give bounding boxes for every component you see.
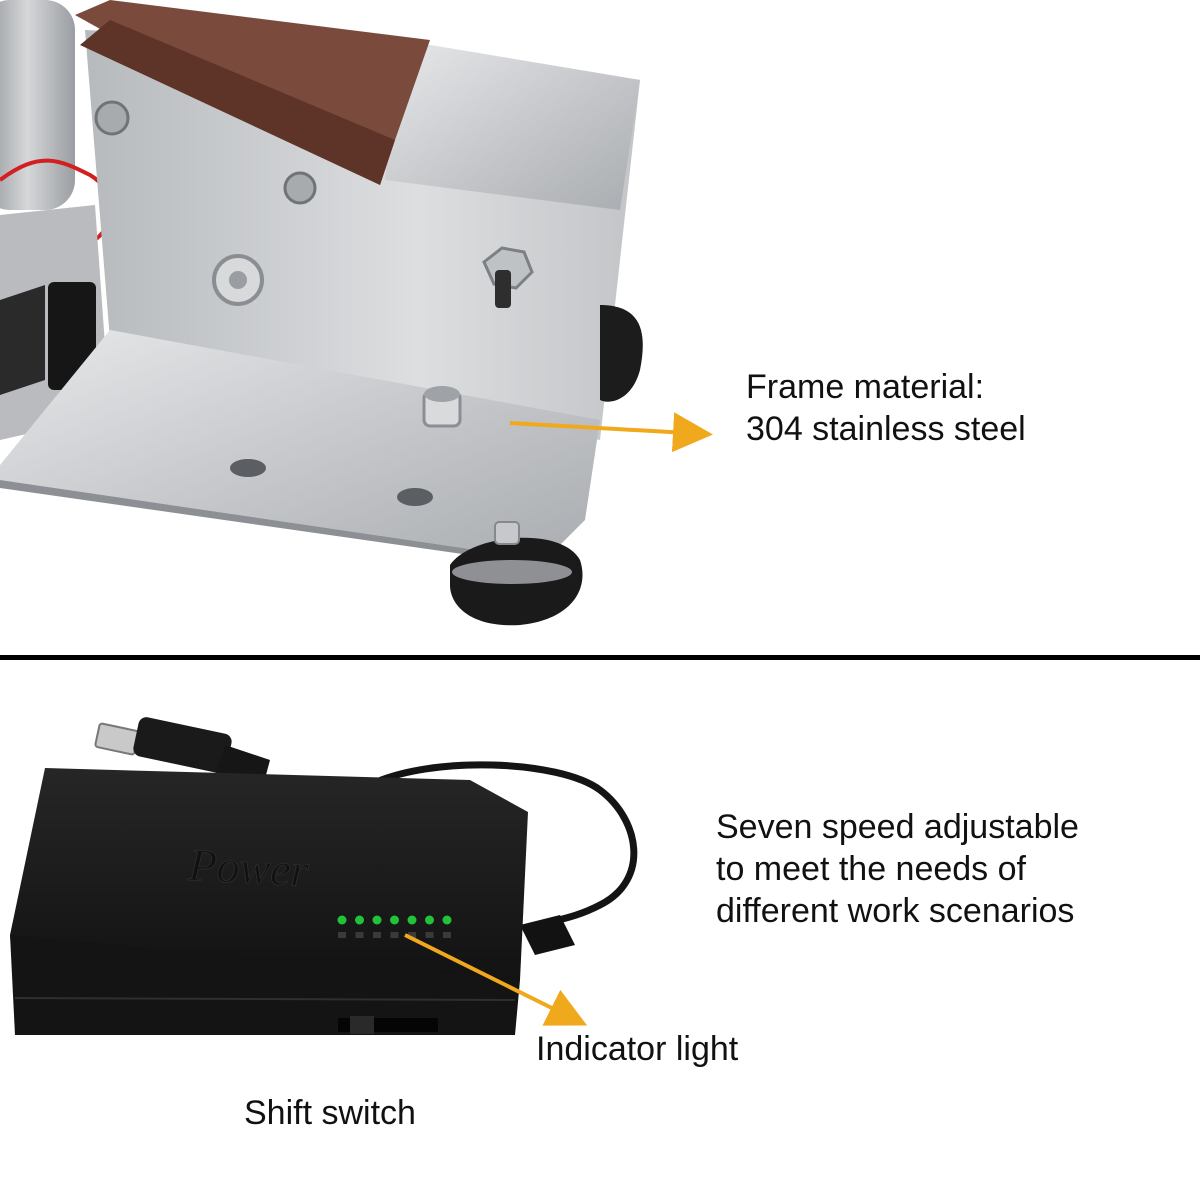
screw xyxy=(94,100,130,136)
indicator-led xyxy=(337,915,347,925)
base-hole xyxy=(397,488,433,506)
indicator-led xyxy=(372,915,382,925)
shift-switch-caption: Shift switch xyxy=(244,1094,416,1132)
grinder-frame-photo xyxy=(0,0,643,626)
panel-divider xyxy=(0,655,1200,660)
dc-plug xyxy=(133,717,232,774)
indicator-led xyxy=(390,915,399,925)
speed-caption: Seven speed adjustable to meet the needs… xyxy=(716,808,1079,930)
frame-material-caption: Frame material: 304 stainless steel xyxy=(746,368,1026,448)
indicator-mark xyxy=(373,932,381,938)
adapter-front-face xyxy=(10,935,520,1035)
adapter-logo: Power xyxy=(186,839,311,896)
indicator-led xyxy=(442,915,452,925)
base-plate xyxy=(0,330,600,560)
indicator-mark xyxy=(355,932,364,938)
adapter-cable xyxy=(368,761,638,929)
indicator-light-caption: Indicator light xyxy=(536,1030,739,1068)
rubber-foot xyxy=(600,305,643,402)
indicator-led xyxy=(407,915,417,925)
belt-guard xyxy=(385,45,640,210)
motor-housing xyxy=(0,0,75,210)
indicator-led xyxy=(355,915,364,925)
indicator-led xyxy=(425,915,434,925)
frame-pointer-arrow xyxy=(509,412,713,453)
indicator-mark xyxy=(443,932,451,938)
indicator-mark xyxy=(390,932,399,938)
power-adapter-photo: Power xyxy=(10,717,638,1035)
dc-plug-tip xyxy=(94,722,140,756)
screw xyxy=(494,521,520,545)
indicator-mark xyxy=(408,932,416,938)
indicator-mark xyxy=(338,932,346,938)
base-hole xyxy=(230,459,266,477)
indicator-mark xyxy=(425,932,434,938)
adapter-top-face xyxy=(10,768,528,985)
indicator-pointer-arrow xyxy=(404,933,588,1026)
screw xyxy=(283,171,317,205)
indicator-strip xyxy=(337,915,452,938)
